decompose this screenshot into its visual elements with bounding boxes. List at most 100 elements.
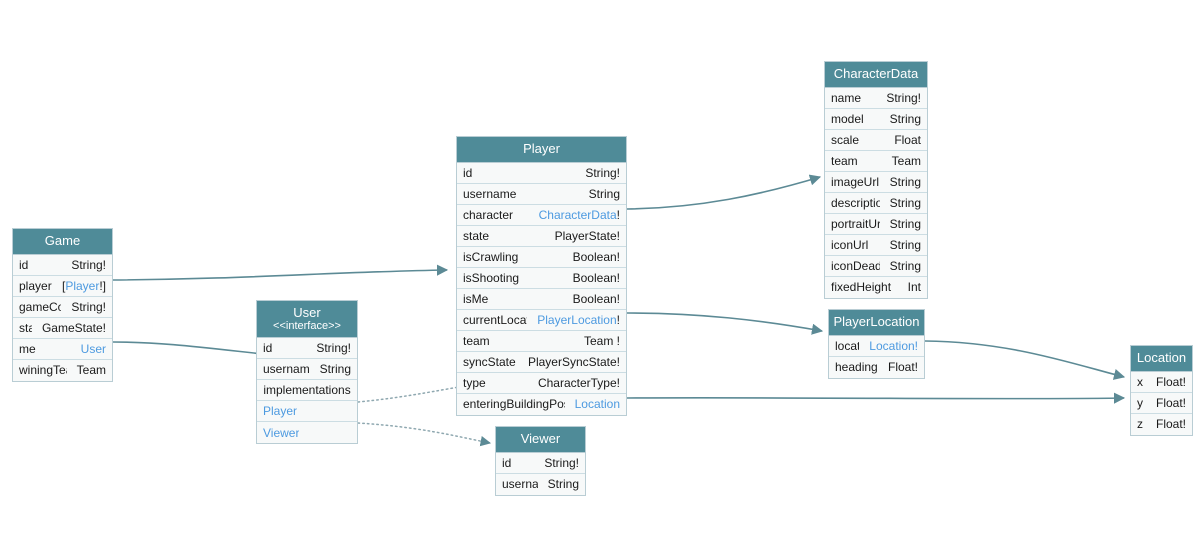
field-type: Float! xyxy=(887,360,918,375)
table-row[interactable]: state PlayerState! xyxy=(457,225,626,247)
edge-playerlocation-location-to-location xyxy=(924,340,1126,380)
field-name: username xyxy=(463,186,517,201)
type-link[interactable]: CharacterData xyxy=(538,207,617,222)
field-name: name xyxy=(831,90,862,105)
table-row[interactable]: model String xyxy=(825,108,927,130)
entity-location-title: Location xyxy=(1131,346,1192,372)
entity-characterdata-title: CharacterData xyxy=(825,62,927,88)
table-row[interactable]: type CharacterType! xyxy=(457,372,626,394)
table-row[interactable]: me User xyxy=(13,338,112,360)
table-row[interactable]: id String! xyxy=(457,162,626,184)
table-row[interactable]: team Team xyxy=(825,150,927,172)
table-row[interactable]: name String! xyxy=(825,87,927,109)
table-row[interactable]: iconDeadUrl String xyxy=(825,255,927,277)
field-type: Float xyxy=(894,132,921,147)
table-row[interactable]: gameCode String! xyxy=(13,296,112,318)
field-name: username xyxy=(502,477,538,492)
table-row[interactable]: iconUrl String xyxy=(825,234,927,256)
entity-user-stereotype: <<interface>> xyxy=(273,319,341,332)
table-row[interactable]: isShooting Boolean! xyxy=(457,267,626,289)
field-type: Team ! xyxy=(583,333,620,348)
implementation-name: Player xyxy=(263,404,298,419)
table-row[interactable]: id String! xyxy=(257,338,357,360)
entity-player[interactable]: Player id String! username String charac… xyxy=(456,136,627,416)
table-row[interactable]: username String xyxy=(496,473,585,495)
field-name: description xyxy=(831,195,880,210)
field-type: String! xyxy=(71,299,106,314)
field-type: Team xyxy=(76,363,106,378)
type-link[interactable]: Location! xyxy=(869,338,918,353)
entity-characterdata[interactable]: CharacterData name String! model String … xyxy=(824,61,928,299)
table-row[interactable]: character CharacterData! xyxy=(457,204,626,226)
field-type: Float! xyxy=(1155,395,1186,410)
field-type: String xyxy=(889,237,921,252)
field-name: location xyxy=(835,338,859,353)
type-link[interactable]: User xyxy=(80,341,106,356)
field-name: state xyxy=(463,228,490,243)
implementation-player[interactable]: Player xyxy=(257,401,357,423)
table-row[interactable]: description String xyxy=(825,192,927,214)
table-row[interactable]: isCrawling Boolean! xyxy=(457,246,626,268)
table-row[interactable]: fixedHeight Int xyxy=(825,276,927,298)
table-row[interactable]: state GameState! xyxy=(13,317,112,339)
table-row[interactable]: syncState PlayerSyncState! xyxy=(457,351,626,373)
edge-user-implements-viewer xyxy=(357,422,492,447)
implementations-header: implementations xyxy=(257,380,357,402)
field-name: x xyxy=(1137,374,1143,389)
table-row[interactable]: isMe Boolean! xyxy=(457,288,626,310)
type-link[interactable]: Location xyxy=(574,397,620,412)
table-row[interactable]: players [Player!] xyxy=(13,275,112,297)
field-name: scale xyxy=(831,132,860,147)
table-row[interactable]: currentLocation PlayerLocation! xyxy=(457,309,626,331)
entity-user[interactable]: User <<interface>> id String! username S… xyxy=(256,300,358,445)
field-name: character xyxy=(463,207,514,222)
type-link[interactable]: PlayerLocation xyxy=(537,312,617,327)
entity-location[interactable]: Location x Float! y Float! z Float! xyxy=(1130,345,1193,436)
table-row[interactable]: heading Float! xyxy=(829,356,924,378)
field-type: String xyxy=(588,186,620,201)
field-type: String xyxy=(319,362,351,377)
table-row[interactable]: scale Float xyxy=(825,129,927,151)
table-row[interactable]: imageUrl String xyxy=(825,171,927,193)
type-link[interactable]: Player xyxy=(65,278,100,293)
field-type: String xyxy=(889,195,921,210)
field-name: syncState xyxy=(463,354,516,369)
field-type: PlayerState! xyxy=(554,228,620,243)
table-row[interactable]: x Float! xyxy=(1131,371,1192,393)
field-type: CharacterData! xyxy=(539,208,620,222)
type-suffix: ! xyxy=(616,207,620,222)
field-type: Float! xyxy=(1155,374,1186,389)
table-row[interactable]: y Float! xyxy=(1131,392,1192,414)
field-name: isShooting xyxy=(463,270,520,285)
implementation-viewer[interactable]: Viewer xyxy=(257,422,357,444)
entity-user-name: User xyxy=(293,305,321,320)
table-row[interactable]: username String xyxy=(457,183,626,205)
field-name: gameCode xyxy=(19,299,61,314)
field-type: String xyxy=(889,111,921,126)
type-suffix: !] xyxy=(99,278,106,293)
field-name: fixedHeight xyxy=(831,280,892,295)
table-row[interactable]: z Float! xyxy=(1131,413,1192,435)
table-row[interactable]: location Location! xyxy=(829,335,924,357)
field-type: Boolean! xyxy=(572,291,620,306)
table-row[interactable]: winingTeam Team xyxy=(13,359,112,381)
table-row[interactable]: portraitUrl String xyxy=(825,213,927,235)
field-name: isMe xyxy=(463,291,489,306)
table-row[interactable]: team Team ! xyxy=(457,330,626,352)
entity-playerlocation[interactable]: PlayerLocation location Location! headin… xyxy=(828,309,925,379)
entity-game[interactable]: Game id String! players [Player!] gameCo… xyxy=(12,228,113,382)
field-type: Int xyxy=(907,280,921,295)
implementation-name: Viewer xyxy=(263,425,300,440)
entity-user-title: User <<interface>> xyxy=(257,301,357,339)
field-type: String! xyxy=(585,165,620,180)
field-name: username xyxy=(263,362,310,377)
table-row[interactable]: id String! xyxy=(496,452,585,474)
table-row[interactable]: id String! xyxy=(13,254,112,276)
entity-viewer[interactable]: Viewer id String! username String xyxy=(495,426,586,496)
table-row[interactable]: enteringBuildingPosition Location xyxy=(457,393,626,415)
table-row[interactable]: username String xyxy=(257,359,357,381)
field-name: currentLocation xyxy=(463,312,527,327)
field-name: portraitUrl xyxy=(831,216,880,231)
type-prefix: [ xyxy=(61,278,66,293)
